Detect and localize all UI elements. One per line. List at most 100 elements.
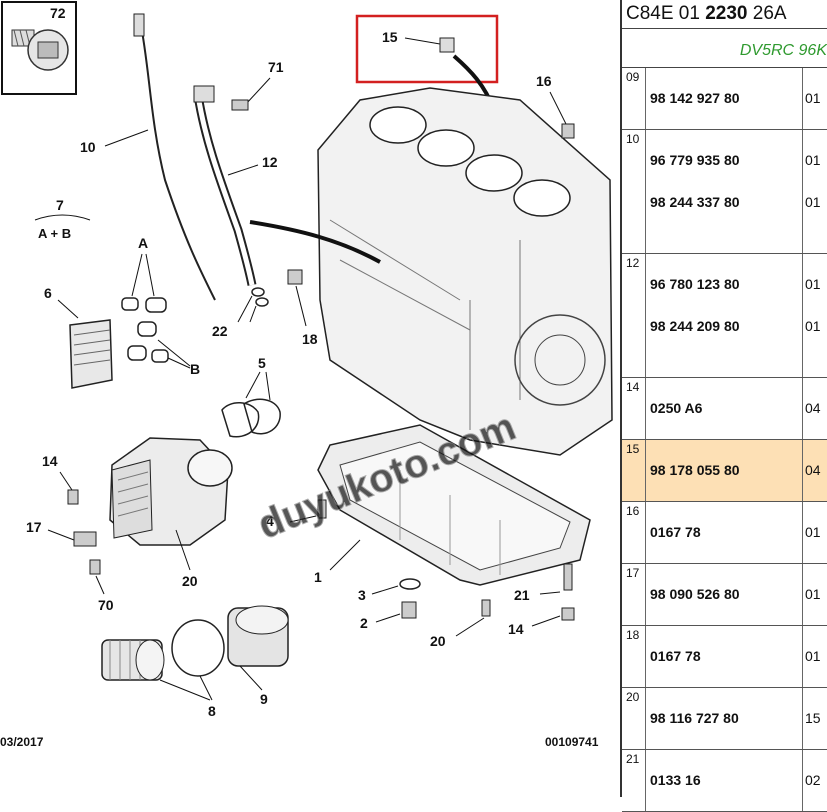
part-2-drain-plug[interactable] (401, 601, 417, 619)
callout-5[interactable]: 5 (258, 355, 266, 371)
code-bold: 2230 (705, 3, 748, 24)
part-18-plug[interactable] (287, 269, 303, 285)
part-71-bolt[interactable] (231, 99, 249, 111)
part-14-bolt-lower[interactable] (89, 559, 101, 575)
part-10-dipstick[interactable] (133, 13, 216, 301)
callout-7: 7 (56, 197, 64, 213)
part-1-oil-pan[interactable] (317, 424, 591, 586)
part-6-oil-cooler[interactable] (69, 319, 113, 389)
qty-column (802, 130, 827, 253)
quantity: 01 (805, 194, 821, 210)
part-17-sensor[interactable] (73, 531, 97, 547)
callout-1[interactable]: 1 (314, 569, 322, 585)
part-4-oil-filter-housing[interactable] (109, 437, 233, 546)
parts-code-header: C84E 01 2230 26A (622, 0, 827, 29)
callout-2[interactable]: 2 (360, 615, 368, 631)
quantity: 01 (805, 90, 821, 106)
part-8-oil-filter[interactable] (101, 619, 225, 681)
part-number[interactable]: 98 178 055 80 (650, 462, 740, 478)
quantity: 01 (805, 276, 821, 292)
quantity: 04 (805, 462, 821, 478)
part-number[interactable]: 0167 78 (650, 648, 701, 664)
callout-8[interactable]: 8 (208, 703, 216, 719)
callout-a[interactable]: A (138, 235, 148, 251)
diagram-ref: 00109741 (545, 735, 599, 749)
exploded-parts-diagram: 72 15 16 10 12 71 (0, 1, 613, 749)
quantity: 01 (805, 524, 821, 540)
callout-20-lower[interactable]: 20 (430, 633, 446, 649)
highlight-box-15 (355, 14, 499, 84)
quantity: 04 (805, 400, 821, 416)
row-index: 18 (622, 626, 646, 687)
callout-b[interactable]: B (190, 361, 200, 377)
callout-20-upper[interactable]: 4 (266, 513, 274, 529)
part-number[interactable]: 96 780 123 80 (650, 276, 740, 292)
quantity: 01 (805, 318, 821, 334)
part-20-bolt-upper[interactable] (317, 499, 327, 519)
callout-3[interactable]: 3 (358, 587, 366, 603)
part-number[interactable]: 96 779 935 80 (650, 152, 740, 168)
callout-14-upper[interactable]: 14 (42, 453, 58, 469)
callout-18[interactable]: 18 (302, 331, 318, 347)
qty-column (802, 750, 827, 811)
quantity: 02 (805, 772, 821, 788)
part-12-guide-tube[interactable] (193, 85, 381, 286)
part-20-bolt-lower[interactable] (481, 599, 491, 617)
callout-15[interactable]: 15 (382, 29, 398, 45)
part-number[interactable]: 98 090 526 80 (650, 586, 740, 602)
part-5-gaskets[interactable] (221, 398, 281, 438)
part-number[interactable]: 0133 16 (650, 772, 701, 788)
callout-70[interactable]: 14 (508, 621, 524, 637)
part-22-clips[interactable] (251, 287, 269, 307)
part-number[interactable]: 98 116 727 80 (650, 710, 739, 726)
qty-column (802, 626, 827, 687)
callout-12[interactable]: 12 (262, 154, 278, 170)
part-number[interactable]: 98 244 337 80 (650, 194, 740, 210)
qty-column (802, 502, 827, 563)
callout-9[interactable]: 9 (260, 691, 268, 707)
callout-22[interactable]: 22 (212, 323, 228, 339)
row-index: 10 (622, 130, 646, 253)
seals-b[interactable] (127, 321, 169, 363)
qty-column (802, 440, 827, 501)
part-9-filter-cap[interactable] (227, 605, 289, 667)
part-3-washer[interactable] (399, 578, 421, 590)
part-14-bolt-upper[interactable] (67, 489, 79, 505)
part-number[interactable]: 98 142 927 80 (650, 90, 740, 106)
engine-block[interactable] (317, 87, 613, 456)
callout-17[interactable]: 17 (26, 519, 42, 535)
part-72-inset[interactable]: 72 (1, 1, 77, 95)
callout-21[interactable]: 21 (514, 587, 530, 603)
callout-16[interactable]: 16 (536, 73, 552, 89)
part-70-nut[interactable] (561, 607, 575, 621)
part-number[interactable]: 98 244 209 80 (650, 318, 740, 334)
part-21-stud[interactable] (563, 563, 573, 591)
row-index: 12 (622, 254, 646, 377)
quantity: 15 (805, 710, 821, 726)
callout-4[interactable]: 20 (182, 573, 198, 589)
callout-71[interactable]: 71 (268, 59, 284, 75)
part-number[interactable]: 0250 A6 (650, 400, 703, 416)
part-number[interactable]: 0167 78 (650, 524, 701, 540)
callout-6[interactable]: 6 (44, 285, 52, 301)
row-index: 15 (622, 440, 646, 501)
row-index: 09 (622, 68, 646, 129)
seals-a[interactable] (121, 297, 167, 313)
code-suffix: 26A (752, 3, 787, 24)
callout-a-plus-b: A + B (38, 226, 71, 241)
engine-code: DV5RC 96K (622, 29, 827, 68)
callout-14-lower[interactable]: 70 (98, 597, 114, 613)
part-16-plug[interactable] (561, 123, 575, 139)
callout-10[interactable]: 10 (80, 139, 96, 155)
